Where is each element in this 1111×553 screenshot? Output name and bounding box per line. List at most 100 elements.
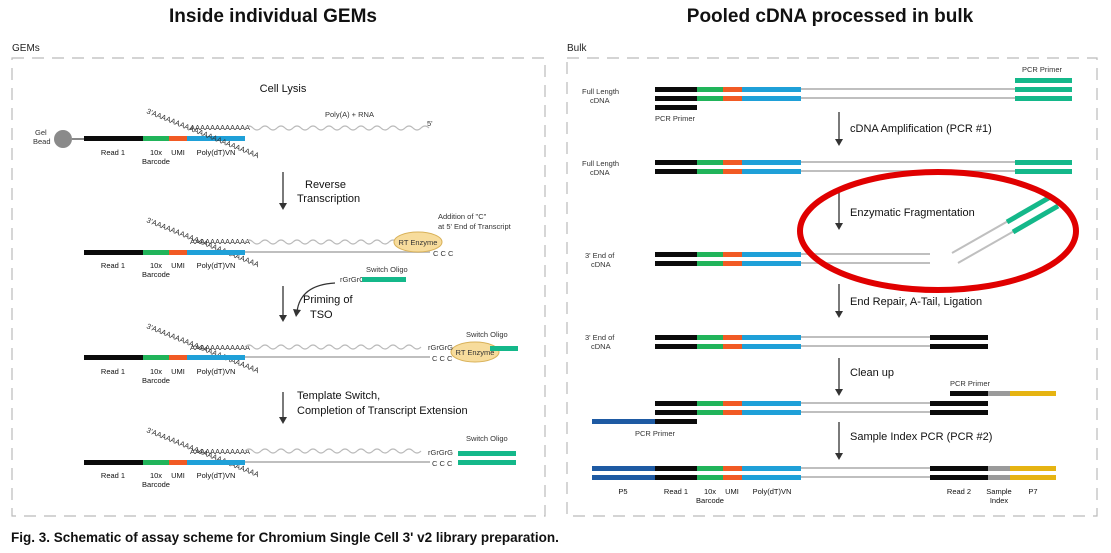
barcode-label-2: Barcode	[142, 270, 170, 279]
bulk-panel-border	[566, 57, 1098, 517]
rna-strand-2	[244, 239, 422, 245]
end-repair-label: End Repair, A-Tail, Ligation	[850, 296, 982, 308]
ccc-label-3: C C C	[432, 459, 453, 468]
barcode-label-3: Barcode	[142, 376, 170, 385]
umi-segment	[169, 136, 187, 141]
barcode-label: Barcode	[142, 157, 170, 166]
rt-enzyme-label: RT Enzyme	[399, 238, 438, 247]
addition-label-2: at 5' End of Transcript	[438, 222, 512, 231]
primer-left-black	[655, 419, 697, 424]
template-switch-label: Template Switch,	[297, 390, 380, 402]
pcr-primer-left-label: PCR Primer	[635, 429, 676, 438]
polya-rna-label: Poly(A) + RNA	[325, 110, 374, 119]
priming-label: Priming of	[303, 294, 353, 306]
umi-segment-4	[169, 460, 187, 465]
a-tail-label-3: AAAAAAAAAAAA	[190, 343, 250, 352]
rt-enzyme-icon	[393, 231, 443, 253]
read1-label-r: Read 1	[664, 487, 688, 496]
reverse-label: Reverse	[305, 179, 346, 191]
pcr-primer-right-label: PCR Primer	[950, 379, 991, 388]
full-length-label-b2: cDNA	[590, 168, 610, 177]
clean-up-label: Clean up	[850, 367, 894, 379]
pcr-primer-top-label: PCR Primer	[1022, 65, 1063, 74]
p7-label: P7	[1028, 487, 1037, 496]
a-tail-label-2: AAAAAAAAAAAA	[190, 237, 250, 246]
three-end-label-b: 3' End of	[585, 333, 615, 342]
repair-arrow-head	[835, 311, 843, 318]
barcode-label-r: Barcode	[696, 496, 724, 505]
read1-segment-4	[84, 460, 143, 465]
a-tail-label-4: AAAAAAAAAAAA	[190, 447, 250, 456]
polydt-label-4: Poly(dT)VN	[197, 471, 236, 480]
umi-label-4: UMI	[171, 471, 185, 480]
polydt-label-r: Poly(dT)VN	[753, 487, 792, 496]
highlight-ellipse	[797, 169, 1079, 293]
enz-frag-label: Enzymatic Fragmentation	[850, 207, 975, 219]
polydt-label-3: Poly(dT)VN	[197, 367, 236, 376]
transcription-label: Transcription	[297, 193, 360, 205]
frag-arrow-head	[835, 223, 843, 230]
umi-segment-3	[169, 355, 187, 360]
rgrgrg-label-3: rGrGrG	[428, 448, 453, 457]
cell-lysis-label: Cell Lysis	[260, 83, 307, 95]
primer-left-blue	[592, 419, 655, 424]
template-arrow-head	[279, 417, 287, 424]
final-library-strands	[592, 466, 1056, 480]
umi-segment-2	[169, 250, 187, 255]
switch-oligo-segment	[362, 277, 406, 282]
amp-arrow-head	[835, 139, 843, 146]
three-end-label: 3' End of	[585, 251, 615, 260]
rgrgrg-label-2: rGrGrG	[428, 343, 453, 352]
priming-arrow-head	[293, 309, 301, 317]
completion-label: Completion of Transcript Extension	[297, 405, 468, 417]
rt-enzyme-icon-2	[450, 341, 500, 363]
tenx-label: 10x	[150, 148, 162, 157]
barcode-segment-3	[143, 355, 169, 360]
polydt-label-2: Poly(dT)VN	[197, 261, 236, 270]
primer-right-black	[950, 391, 988, 396]
gems-panel-border	[11, 57, 546, 517]
polydt-segment-2	[187, 250, 245, 255]
rgrgrg-label: rGrGrG	[340, 275, 365, 284]
priming-down-head	[279, 315, 287, 322]
gel-bead-label-2: Bead	[33, 137, 51, 146]
tenx-label-r: 10x	[704, 487, 716, 496]
polydt-segment-3	[187, 355, 245, 360]
ligated-strands	[655, 335, 988, 349]
pcr-primer-bottom-label: PCR Primer	[655, 114, 696, 123]
tenx-label-4: 10x	[150, 471, 162, 480]
tso-label: TSO	[310, 309, 333, 321]
primer-right-yellow	[1010, 391, 1056, 396]
primer-right-gray	[988, 391, 1010, 396]
switch-oligo-segment-3	[458, 451, 516, 456]
full-length-strands	[655, 87, 1072, 101]
umi-label: UMI	[171, 148, 185, 157]
a-tail-label: AAAAAAAAAAAA	[190, 123, 250, 132]
three-end-label-2: cDNA	[591, 260, 611, 269]
umi-label-3: UMI	[171, 367, 185, 376]
fragment-pieces	[951, 193, 1060, 264]
fragmented-strands	[655, 252, 930, 266]
read1-label-4: Read 1	[101, 471, 125, 480]
polydt-segment	[187, 136, 245, 141]
read1-segment	[84, 136, 143, 141]
rna-strand-3	[244, 344, 422, 350]
rt-arrow-head	[279, 203, 287, 210]
pcr-primer-top	[1015, 78, 1072, 83]
full-length-label-b: Full Length	[582, 159, 619, 168]
barcode-segment-2	[143, 250, 169, 255]
gel-bead-label: Gel	[35, 128, 47, 137]
gems-panel-label: GEMs	[12, 43, 40, 54]
addition-label-1: Addition of "C"	[438, 212, 487, 221]
switch-oligo-label-3: Switch Oligo	[466, 434, 508, 443]
read1-segment-2	[84, 250, 143, 255]
polydt-label: Poly(dT)VN	[197, 148, 236, 157]
switch-oligo-label-2: Switch Oligo	[466, 330, 508, 339]
switch-oligo-segment-2	[490, 346, 518, 351]
read1-label-2: Read 1	[101, 261, 125, 270]
read1-label-3: Read 1	[101, 367, 125, 376]
sample-index-pcr-label: Sample Index PCR (PCR #2)	[850, 431, 992, 443]
read1-segment-3	[84, 355, 143, 360]
figure-caption: Fig. 3. Schematic of assay scheme for Ch…	[11, 530, 559, 545]
